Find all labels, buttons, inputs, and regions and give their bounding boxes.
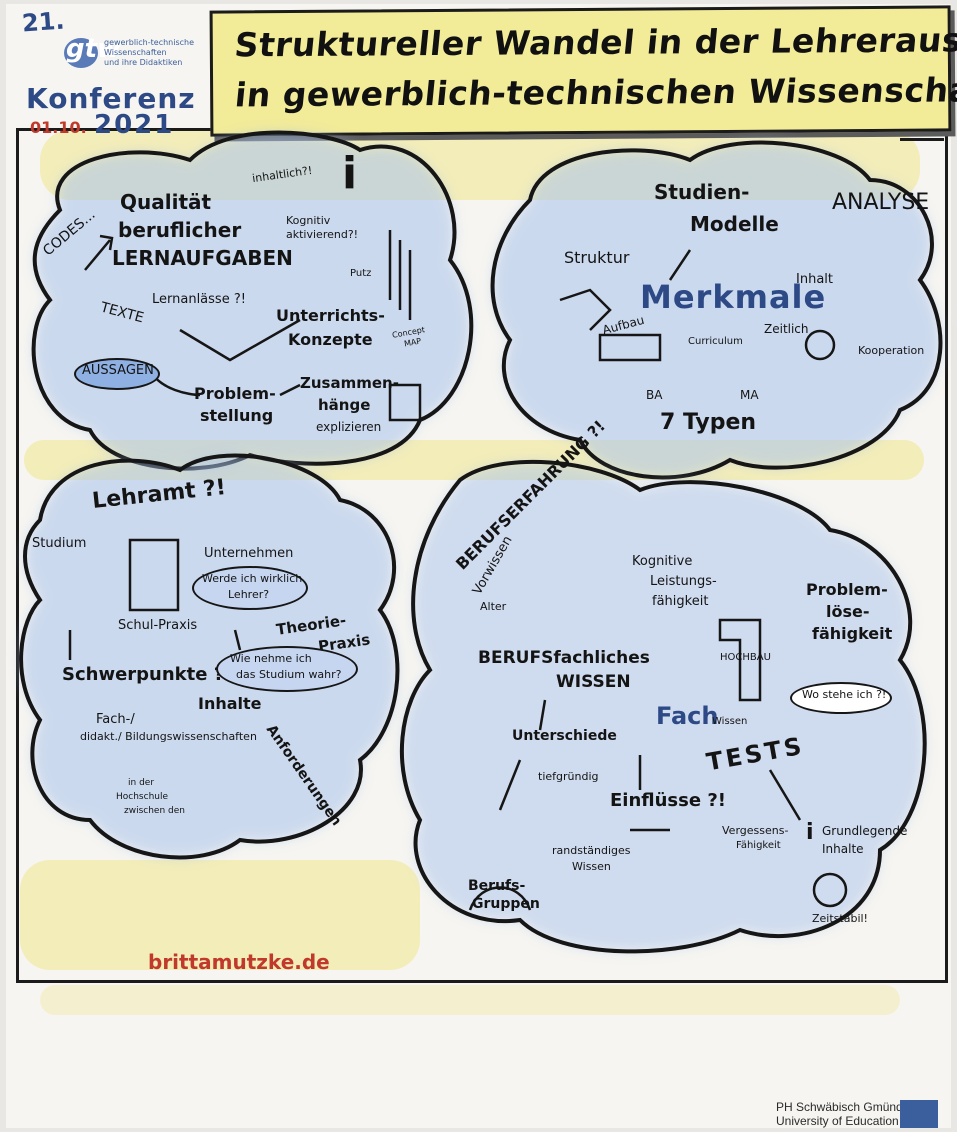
university-logo xyxy=(900,1100,938,1128)
studien-label-1: Studien- xyxy=(654,180,750,204)
werde-ich-label-2: Lehrer? xyxy=(228,588,270,601)
tiefgruendig-label: tiefgründig xyxy=(538,770,599,783)
ma-label: MA xyxy=(740,388,759,402)
org-line-3: und ihre Didaktiken xyxy=(104,58,183,67)
wo-stehe-bubble xyxy=(790,682,892,714)
berufsgruppen-label-1: Berufs- xyxy=(468,878,526,894)
hochschule-label-1: in der xyxy=(128,778,155,788)
lernanlaesse-label: Lernanlässe ?! xyxy=(152,292,246,307)
grundlegende-label-1: Grundlegende xyxy=(822,824,908,838)
org-line-2: Wissenschaften xyxy=(104,48,167,57)
cloud-bottom-left xyxy=(19,453,400,860)
grundlegende-label-2: Inhalte xyxy=(822,842,864,856)
unternehmen-label: Unternehmen xyxy=(204,546,294,561)
info-icon: i xyxy=(342,148,358,199)
heading-qualitaet: Qualität xyxy=(120,190,212,214)
poster-frame-top xyxy=(16,128,216,131)
kognitive-label-1: Kognitive xyxy=(632,554,693,569)
aussagen-bubble xyxy=(74,358,160,390)
fach-wissen-small-label: Wissen xyxy=(712,716,748,727)
zusammen-label-2: hänge xyxy=(318,396,371,414)
unterrichts-label-2: Konzepte xyxy=(288,330,373,349)
kognitive-label-3: fähigkeit xyxy=(652,594,709,609)
problem-loese-label-2: löse- xyxy=(826,602,870,621)
fach-label-2: didakt./ Bildungswissenschaften xyxy=(80,730,257,743)
wie-nehme-label-2: das Studium wahr? xyxy=(236,668,342,681)
inhalte-label: Inhalte xyxy=(198,694,262,713)
inhalt-label: Inhalt xyxy=(796,272,833,287)
curriculum-label: Curriculum xyxy=(688,336,743,347)
randstaendig-label-2: Wissen xyxy=(572,860,611,873)
wissen-label: WISSEN xyxy=(556,672,631,692)
yellow-wash xyxy=(20,860,420,970)
aussagen-label: AUSSAGEN xyxy=(82,363,154,378)
problem-label-2: stellung xyxy=(200,406,274,425)
ba-label: BA xyxy=(646,388,663,402)
problem-loese-label-1: Problem- xyxy=(806,580,888,599)
university-footer: PH Schwäbisch Gmünd University of Educat… xyxy=(776,1100,903,1128)
wo-stehe-label: Wo stehe ich ?! xyxy=(802,688,887,701)
fach-wissen-label: Fach xyxy=(656,702,719,730)
werde-ich-label-1: Werde ich wirklich xyxy=(202,572,303,585)
alter-label: Alter xyxy=(480,600,507,613)
kooperation-label: Kooperation xyxy=(858,344,925,357)
hochschule-label-2: Hochschule xyxy=(116,792,169,802)
kognitive-label-2: Leistungs- xyxy=(650,574,717,589)
footer-line-2: University of Education xyxy=(776,1114,899,1128)
beruf-label: BERUFSfachliches xyxy=(478,648,650,668)
problem-label-1: Problem- xyxy=(194,384,276,403)
putz-label: Putz xyxy=(350,268,372,279)
typen-label: 7 Typen xyxy=(660,410,757,435)
problem-loese-label-3: fähigkeit xyxy=(812,624,893,643)
hochschule-label-3: zwischen den xyxy=(124,806,185,816)
fach-label-1: Fach-/ xyxy=(96,712,135,727)
heading-beruflicher: beruflicher xyxy=(118,218,242,242)
cloud-top-right-wash xyxy=(492,142,941,478)
cloud-top-right xyxy=(490,140,943,480)
footer-line-1: PH Schwäbisch Gmünd xyxy=(776,1100,903,1114)
org-line-1: gewerblich-technische xyxy=(104,38,195,47)
vergessens-label-1: Vergessens- xyxy=(722,824,789,837)
org-logo: gtw xyxy=(66,34,122,64)
cloud-bottom-right-wash xyxy=(401,461,925,952)
conference-date: 01.10. xyxy=(30,118,87,137)
poster-frame xyxy=(16,128,948,983)
studium-label: Studium xyxy=(32,536,87,551)
vergessens-label-2: Fähigkeit xyxy=(736,840,781,851)
merkmale-label: Merkmale xyxy=(640,278,827,316)
berufsgruppen-label-2: Gruppen xyxy=(472,896,540,912)
unterrichts-label-1: Unterrichts- xyxy=(276,306,385,325)
schul-praxis-label: Schul-Praxis xyxy=(118,618,198,633)
cloud-bottom-left-wash xyxy=(21,455,398,858)
cloud-bottom-right xyxy=(399,459,927,954)
cloud-top-left xyxy=(31,130,474,471)
hochbau-label: HOCHBAU xyxy=(720,652,771,663)
wie-nehme-label-1: Wie nehme ich xyxy=(230,652,312,665)
unterschiede-label: Unterschiede xyxy=(512,728,617,744)
artist-signature: brittamutzke.de xyxy=(148,950,330,974)
schwerpunkte-label: Schwerpunkte ?! xyxy=(62,664,233,685)
conference-year: 2021 xyxy=(94,110,175,140)
zeitlich-label: Zeitlich xyxy=(764,322,809,336)
gtw-logo-mark xyxy=(64,38,98,68)
werde-ich-bubble xyxy=(192,566,308,610)
zeitstabil-label: Zeitstabil! xyxy=(812,912,868,925)
studien-label-2: Modelle xyxy=(690,212,779,236)
sketch-doodles xyxy=(68,230,848,911)
poster-frame-top xyxy=(900,138,944,141)
zusammen-label-1: Zusammen- xyxy=(300,374,399,392)
kognitiv-label-1: Kognitiv xyxy=(286,214,331,227)
heading-lernaufgaben: LERNAUFGABEN xyxy=(112,246,293,270)
kognitiv-label-2: aktivierend?! xyxy=(286,228,359,241)
randstaendig-label-1: randständiges xyxy=(552,844,631,857)
wie-nehme-bubble xyxy=(216,646,358,692)
struktur-label: Struktur xyxy=(564,248,630,267)
einfluesse-label: Einflüsse ?! xyxy=(610,790,726,811)
yellow-wash xyxy=(40,985,900,1015)
info-icon-small: i xyxy=(806,820,814,845)
analyse-label: ANALYSE xyxy=(832,190,930,215)
conference-name: Konferenz xyxy=(26,82,196,115)
zusammen-label-3: explizieren xyxy=(316,420,382,434)
